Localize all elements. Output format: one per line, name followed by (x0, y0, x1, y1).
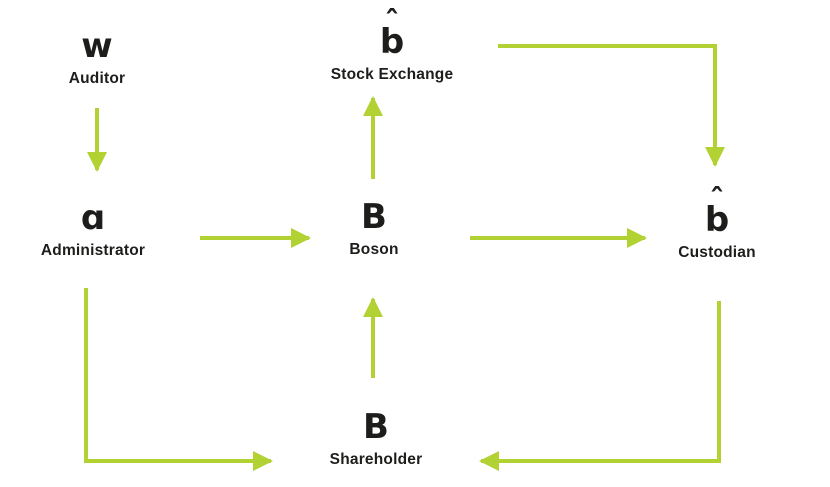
stock-exchange-icon: ˆ b (379, 8, 405, 63)
custodian-icon-glyph: b (704, 200, 730, 240)
arrow-stock_exchange-to-custodian (498, 44, 725, 167)
shareholder-icon: B (363, 407, 389, 447)
boson-label: Boson (349, 241, 399, 258)
administrator-icon-glyph: ɑ (80, 198, 106, 238)
boson-icon: B (361, 197, 387, 237)
auditor-icon-glyph: w (81, 26, 113, 66)
shareholder-icon-glyph: B (363, 407, 389, 447)
circumflex-mark-icon: ˆ (709, 183, 725, 218)
node-stock-exchange: ˆ b Stock Exchange (330, 8, 454, 84)
node-administrator: ɑ Administrator (41, 198, 145, 260)
administrator-label: Administrator (40, 242, 146, 259)
arrow-custodian-to-shareholder (479, 301, 721, 471)
node-shareholder: B Shareholder (330, 407, 423, 469)
node-custodian: ˆ b Custodian (678, 186, 756, 262)
node-auditor: w Auditor (69, 26, 126, 88)
custodian-label: Custodian (678, 244, 756, 261)
arrow-administrator-to-shareholder (84, 288, 273, 471)
custodian-icon: ˆ b (704, 186, 730, 241)
auditor-label: Auditor (68, 70, 126, 87)
boson-icon-glyph: B (361, 197, 387, 237)
administrator-icon: ɑ (81, 198, 105, 238)
node-boson: B Boson (349, 197, 398, 259)
shareholder-label: Shareholder (329, 451, 423, 468)
auditor-icon: w (81, 26, 112, 66)
stock-exchange-label: Stock Exchange (330, 66, 454, 83)
stock-exchange-icon-glyph: b (379, 22, 405, 62)
circumflex-mark-icon: ˆ (384, 5, 400, 40)
